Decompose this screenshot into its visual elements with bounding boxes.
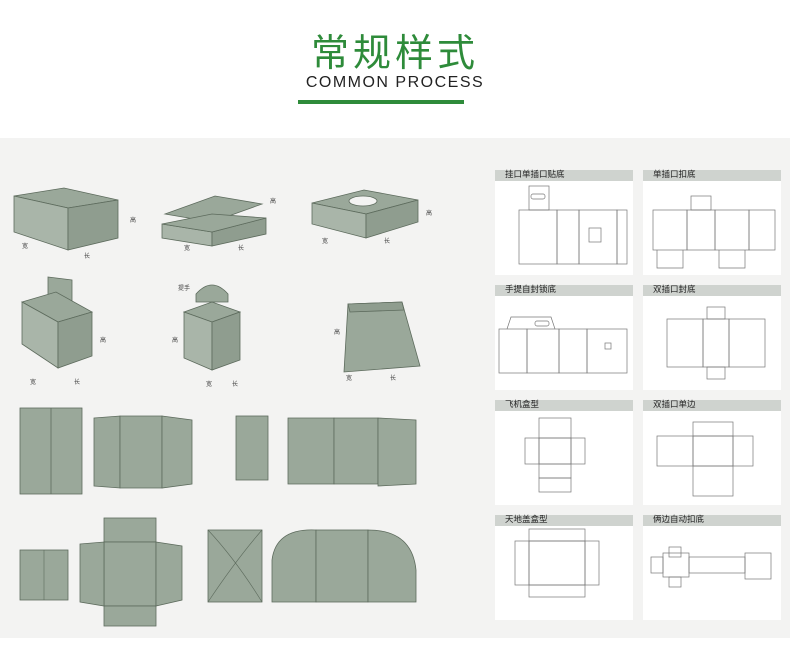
dim-label-handle: 提手 bbox=[178, 284, 190, 292]
dieline-title: 双插口单边 bbox=[653, 400, 696, 410]
dim-label-length-5: 长 bbox=[232, 380, 238, 388]
dieline-card: 挂口单插口贴底 bbox=[495, 170, 633, 275]
dim-label-height-5: 高 bbox=[172, 336, 178, 344]
dim-label-width-1: 宽 bbox=[22, 242, 28, 250]
lidded-box-illustration bbox=[161, 195, 267, 247]
dim-label-width-2: 宽 bbox=[184, 244, 190, 252]
dieline-drawing bbox=[650, 546, 772, 588]
dieline-title: 天地盖盒型 bbox=[505, 515, 548, 525]
arched-template bbox=[271, 529, 417, 603]
dieline-title: 俩边自动扣底 bbox=[653, 515, 705, 525]
dim-label-height-3: 高 bbox=[426, 209, 432, 217]
dim-label-length-2: 长 bbox=[238, 244, 244, 252]
dieline-drawing bbox=[666, 306, 766, 380]
page-title-en: COMMON PROCESS bbox=[305, 74, 485, 91]
dim-label-height-4: 高 bbox=[100, 336, 106, 344]
dim-label-height-1: 高 bbox=[130, 216, 136, 224]
dim-label-length-4: 长 bbox=[74, 378, 80, 386]
cross-dieline-template bbox=[79, 517, 183, 627]
dieline-drawing bbox=[524, 417, 586, 493]
dieline-card: 双插口单边 bbox=[643, 400, 781, 505]
dieline-title: 挂口单插口贴底 bbox=[505, 170, 565, 180]
dieline-card: 单插口扣底 bbox=[643, 170, 781, 275]
dim-label-width-3: 宽 bbox=[322, 237, 328, 245]
box-illustrations: 高 宽 长 高 宽 长 高 宽 长 高 宽 长 提手 高 宽 长 高 宽 长 bbox=[13, 187, 432, 627]
dieline-card: 手提自封锁底 bbox=[495, 285, 633, 390]
dieline-card: 双插口封底 bbox=[643, 285, 781, 390]
dieline-card: 飞机盒型 bbox=[495, 400, 633, 505]
folder-template-1 bbox=[19, 407, 193, 495]
dim-label-length-1: 长 bbox=[84, 252, 90, 260]
dieline-drawing bbox=[652, 195, 776, 269]
dieline-title: 双插口封底 bbox=[653, 285, 696, 295]
handle-box-illustration bbox=[182, 284, 242, 371]
title-underline bbox=[298, 100, 464, 104]
dim-label-width-6: 宽 bbox=[346, 374, 352, 382]
dieline-drawing bbox=[656, 421, 754, 497]
dieline-title: 单插口扣底 bbox=[653, 170, 696, 180]
tray-box-illustration bbox=[13, 187, 119, 251]
dieline-drawing bbox=[518, 185, 628, 265]
dim-label-height-6: 高 bbox=[334, 328, 340, 336]
hanging-box-illustration bbox=[20, 276, 94, 369]
dieline-drawing bbox=[498, 316, 628, 374]
folder-template-2 bbox=[235, 415, 417, 487]
dieline-card: 天地盖盒型 bbox=[495, 515, 633, 620]
page-title-cn: 常规样式 bbox=[310, 31, 479, 75]
dim-label-width-4: 宽 bbox=[30, 378, 36, 386]
dim-label-width-5: 宽 bbox=[206, 380, 212, 388]
dieline-drawing bbox=[514, 528, 600, 598]
dieline-title: 手提自封锁底 bbox=[505, 285, 557, 295]
shopping-bag-illustration bbox=[343, 301, 421, 373]
envelope-template bbox=[207, 529, 263, 603]
dieline-title: 飞机盒型 bbox=[505, 400, 540, 410]
dim-label-length-6: 长 bbox=[390, 374, 396, 382]
dim-label-length-3: 长 bbox=[384, 237, 390, 245]
dieline-grid: 挂口单插口贴底 单插口扣底 手提自封锁底 bbox=[495, 170, 785, 620]
dim-label-height-2: 高 bbox=[270, 197, 276, 205]
tissue-box-illustration bbox=[311, 189, 419, 239]
dieline-card: 俩边自动扣底 bbox=[643, 515, 781, 620]
